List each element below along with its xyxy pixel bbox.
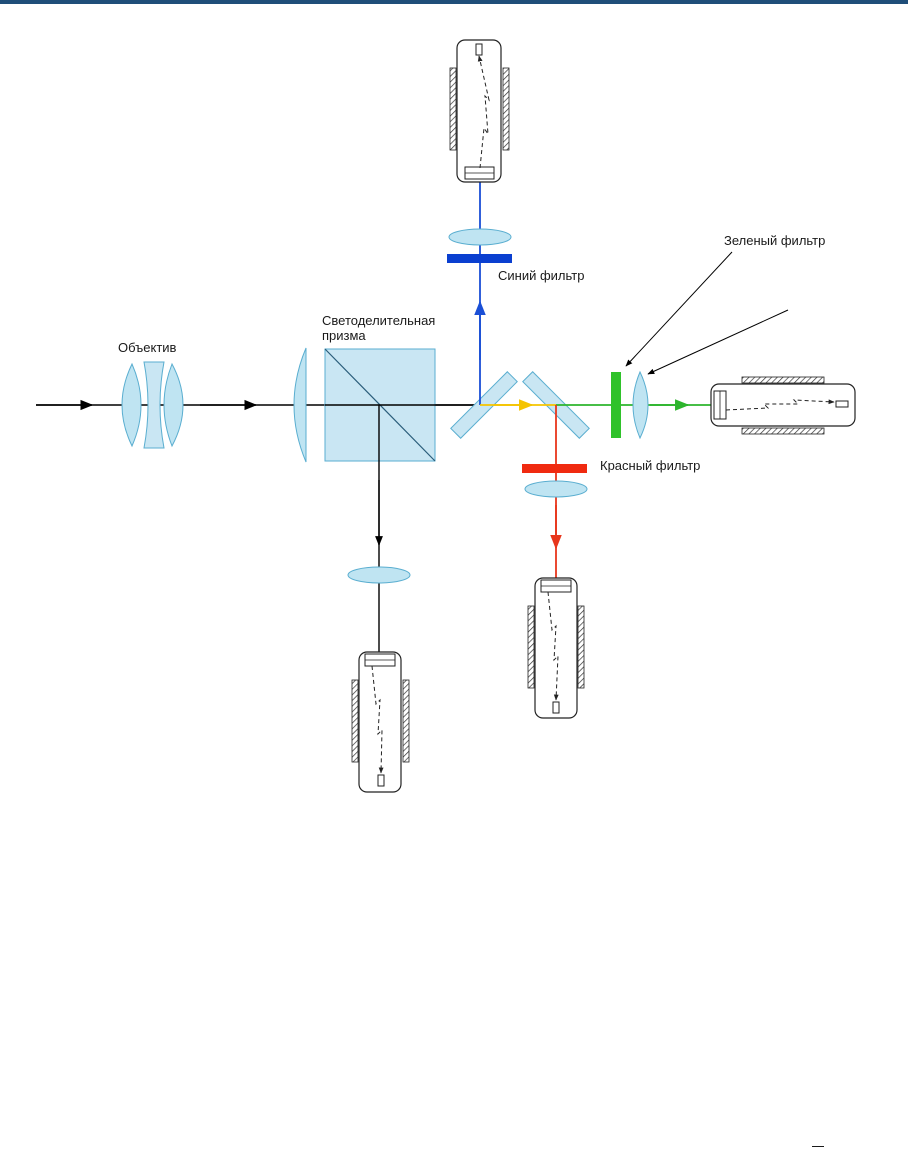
right-lens (633, 372, 648, 438)
objective-lens-group (122, 362, 183, 448)
blue-filter (447, 254, 512, 263)
green-filter (611, 372, 621, 438)
green-filter-label: Зеленый фильтр (724, 233, 825, 248)
condenser-lens (294, 348, 306, 462)
camera-red (528, 578, 584, 718)
objective-label: Объектив (118, 340, 177, 355)
blue-filter-label: Синий фильтр (498, 268, 584, 283)
camera-blue (450, 40, 509, 182)
camera-green (711, 377, 855, 434)
camera-luminance (352, 652, 409, 792)
prism-label-line2: призма (322, 328, 366, 343)
page-mark (812, 1146, 824, 1147)
red-lens (525, 481, 587, 497)
red-filter (522, 464, 587, 473)
red-filter-label: Красный фильтр (600, 458, 700, 473)
prism-label-line1: Светоделительная (322, 313, 435, 328)
bottom-left-lens (348, 567, 410, 583)
top-lens (449, 229, 511, 245)
green-filter-pointer (626, 252, 732, 366)
